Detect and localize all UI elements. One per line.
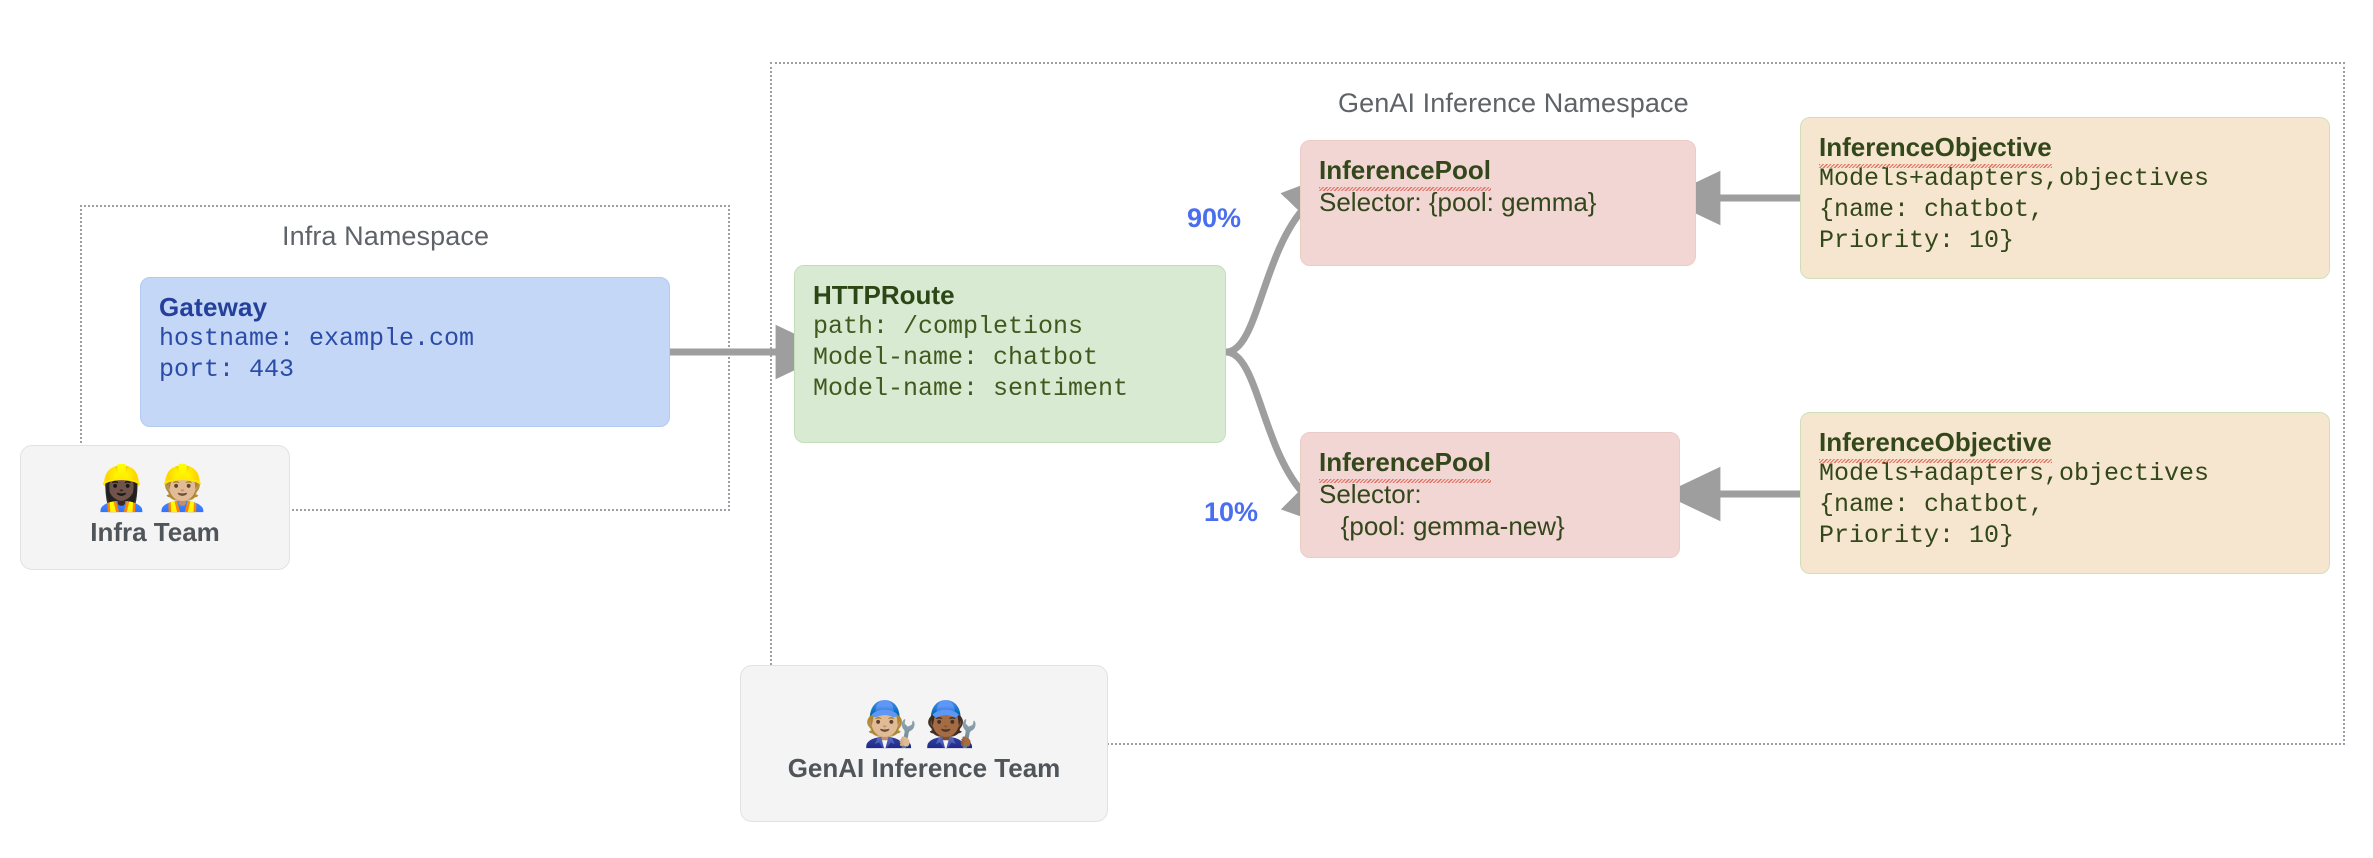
inferencepool-spec-2: Selector: {pool: gemma-new} xyxy=(1319,478,1565,541)
inferenceobjective-card-1[interactable]: InferenceObjective Models+adapters,objec… xyxy=(1800,117,2330,279)
namespace-infra xyxy=(80,205,730,511)
namespace-infra-title: Infra Namespace xyxy=(282,221,490,251)
spellcheck-underline-icon: InferencePool xyxy=(1319,155,1491,191)
namespace-genai-title: GenAI Inference Namespace xyxy=(1338,88,1689,118)
gateway-title: Gateway xyxy=(159,292,268,322)
team-chip-infra[interactable]: 👷🏿‍♀️👷🏼 Infra Team xyxy=(20,445,290,570)
gateway-card[interactable]: Gateway hostname: example.com port: 443 xyxy=(140,277,670,427)
inferencepool-spec-1: Selector: {pool: gemma} xyxy=(1319,186,1597,217)
edge-label-90-percent: 90% xyxy=(1187,203,1242,233)
spellcheck-underline-icon: InferenceObjective xyxy=(1819,132,2052,168)
inferenceobjective-title-1: InferenceObjective xyxy=(1819,132,2311,168)
inferenceobjective-spec-1: Models+adapters,objectives {name: chatbo… xyxy=(1819,163,2210,255)
mechanic-icon: 🧑🏼‍🔧🧑🏾‍🔧 xyxy=(863,699,985,750)
team-chip-genai[interactable]: 🧑🏼‍🔧🧑🏾‍🔧 GenAI Inference Team xyxy=(740,665,1108,822)
gateway-spec: hostname: example.com port: 443 xyxy=(159,323,475,384)
inferencepool-card-1[interactable]: InferencePool Selector: {pool: gemma} xyxy=(1300,140,1696,266)
construction-worker-icon: 👷🏿‍♀️👷🏼 xyxy=(94,463,216,514)
spellcheck-underline-icon: InferenceObjective xyxy=(1819,427,2052,463)
inferencepool-title-2: InferencePool xyxy=(1319,447,1661,483)
team-label-genai: GenAI Inference Team xyxy=(787,753,1061,783)
inferenceobjective-title-2: InferenceObjective xyxy=(1819,427,2311,463)
httproute-title: HTTPRoute xyxy=(813,280,955,310)
namespace-genai xyxy=(770,62,2345,745)
inferencepool-title-1: InferencePool xyxy=(1319,155,1677,191)
httproute-card[interactable]: HTTPRoute path: /completions Model-name:… xyxy=(794,265,1226,443)
httproute-spec: path: /completions Model-name: chatbot M… xyxy=(813,311,1129,403)
team-label-infra: Infra Team xyxy=(90,517,220,547)
inferenceobjective-spec-2: Models+adapters,objectives {name: chatbo… xyxy=(1819,458,2210,550)
inferencepool-card-2[interactable]: InferencePool Selector: {pool: gemma-new… xyxy=(1300,432,1680,558)
spellcheck-underline-icon: InferencePool xyxy=(1319,447,1491,483)
edge-label-10-percent: 10% xyxy=(1204,497,1259,527)
inferenceobjective-card-2[interactable]: InferenceObjective Models+adapters,objec… xyxy=(1800,412,2330,574)
